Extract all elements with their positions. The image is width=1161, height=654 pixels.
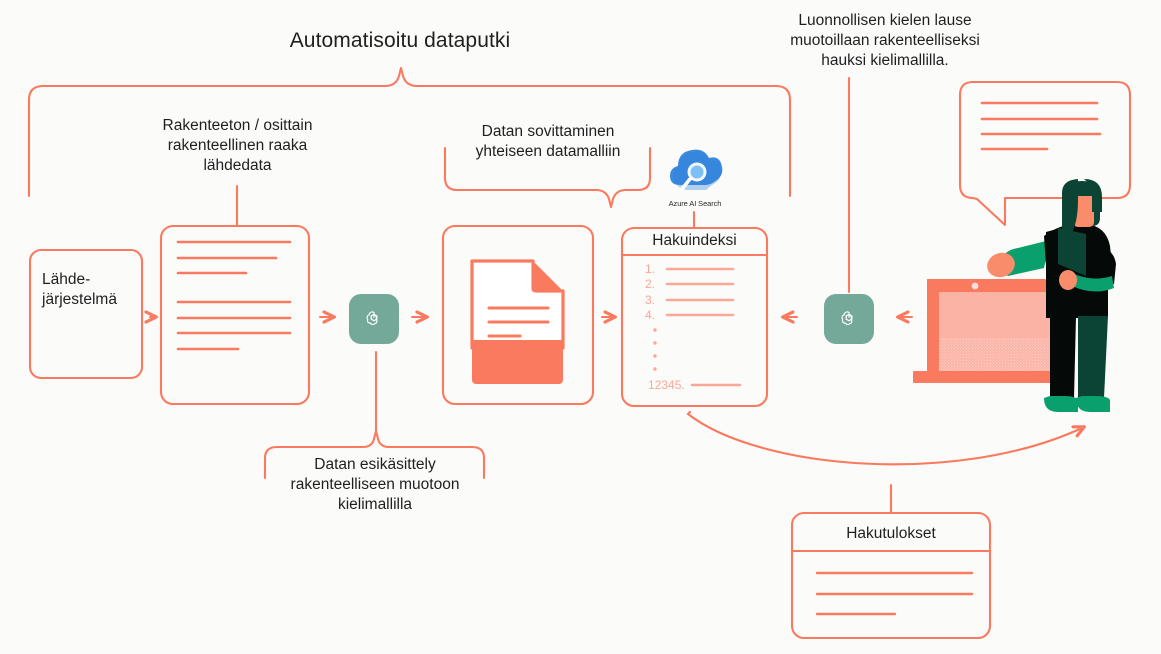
search-results-box[interactable]	[790, 483, 992, 640]
page-title: Automatisoitu dataputki	[289, 29, 511, 52]
index-item-last: 12345.	[648, 378, 685, 392]
arrow-results-to-person	[686, 410, 1084, 466]
azure-ai-search-caption: Azure AI Search	[668, 199, 722, 208]
index-item-4: 4.	[645, 308, 656, 322]
chatgpt-logo-preprocess[interactable]	[349, 294, 399, 344]
structured-document-box[interactable]	[441, 224, 595, 406]
person-illustration	[987, 179, 1116, 412]
search-results-title: Hakutulokset	[846, 525, 936, 542]
search-index-title: Hakuindeksi	[652, 232, 737, 249]
raw-data-box[interactable]	[159, 224, 311, 406]
annotation-data-mapping: Datan sovittaminen yhteiseen datamalliin	[475, 123, 621, 160]
chatgpt-logo-query[interactable]	[824, 294, 874, 344]
azure-ai-search-icon	[670, 149, 723, 191]
annotation-preprocessing: Datan esikäsittely rakenteelliseen muoto…	[290, 456, 460, 513]
annotation-natural-language: Luonnollisen kielen lause muotoillaan ra…	[790, 12, 980, 69]
index-item-3: 3.	[645, 293, 656, 307]
laptop-illustration	[913, 279, 1064, 383]
source-system-label: Lähde- järjestelmä	[42, 271, 117, 308]
annotation-raw-data: Rakenteeton / osittain rakenteellinen ra…	[162, 117, 313, 174]
speech-bubble	[958, 80, 1132, 227]
index-item-2: 2.	[645, 277, 656, 291]
index-item-1: 1.	[645, 262, 656, 276]
